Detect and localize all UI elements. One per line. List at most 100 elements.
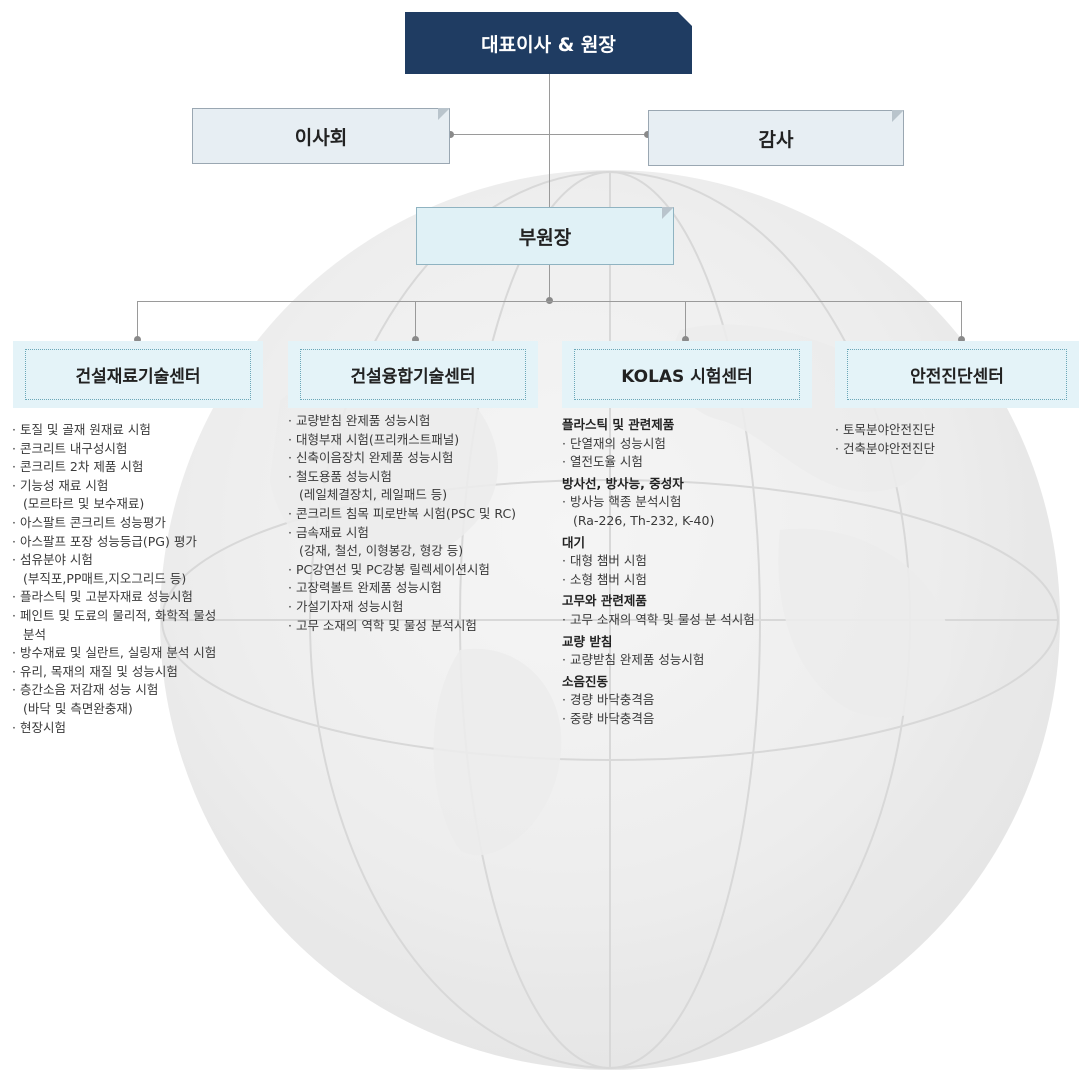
connector-dot bbox=[412, 336, 419, 343]
connector-line bbox=[961, 301, 962, 340]
list-item: · 대형 챔버 시험 bbox=[562, 552, 755, 571]
connector-line bbox=[137, 301, 962, 302]
list-item: · 플라스틱 및 고분자재료 성능시험 bbox=[12, 588, 216, 607]
list-item: · 기능성 재료 시험 (모르타르 및 보수재료) bbox=[12, 477, 216, 514]
list-item-text: · 페인트 및 도료의 물리적, 화학적 물성 bbox=[12, 607, 217, 623]
connector-dot bbox=[447, 131, 454, 138]
center-box-kolas: KOLAS 시험센터 bbox=[562, 341, 812, 408]
list-item: · 금속재료 시험(강재, 철선, 이형봉강, 형강 등) bbox=[288, 524, 516, 561]
fold-corner-icon bbox=[892, 110, 904, 122]
list-item-continuation: (레일체결장치, 레일패드 등) bbox=[299, 487, 448, 503]
connector-line bbox=[450, 134, 648, 135]
list-item-text: · 소형 챔버 시험 bbox=[562, 571, 647, 587]
list-item-text: · 열전도율 시험 bbox=[562, 454, 643, 470]
list-item-text: · 건축분야안전진단 bbox=[835, 440, 935, 456]
connector-line bbox=[137, 301, 138, 340]
list-item: · 소형 챔버 시험 bbox=[562, 571, 755, 590]
list-item: · 아스팔트 콘크리트 성능평가 bbox=[12, 514, 216, 533]
group-heading: 대기 bbox=[562, 534, 586, 550]
list-item: · 교량받침 완제품 성능시험 bbox=[562, 651, 755, 670]
group-heading: 소음진동 bbox=[562, 673, 609, 689]
center-title: 안전진단센터 bbox=[910, 367, 1004, 387]
list-item: · 콘크리트 침목 피로반복 시험(PSC 및 RC) bbox=[288, 505, 516, 524]
connector-dot bbox=[958, 336, 965, 343]
list-item: · 콘크리트 2차 제품 시험 bbox=[12, 458, 216, 477]
list-item: · 건축분야안전진단 bbox=[835, 440, 935, 459]
list-item-continuation: (강재, 철선, 이형봉강, 형강 등) bbox=[299, 543, 464, 559]
list-item-text: · 층간소음 저감재 성능 시험 bbox=[12, 682, 159, 698]
center-box-construction-convergence: 건설융합기술센터 bbox=[288, 341, 538, 408]
group-heading: 교량 받침 bbox=[562, 633, 613, 649]
group-heading: 고무와 관련제품 bbox=[562, 593, 647, 609]
list-item: · 중량 바닥충격음 bbox=[562, 710, 755, 729]
list-item-text: · 대형부재 시험(프리캐스트패널) bbox=[288, 431, 460, 447]
center-title: 건설융합기술센터 bbox=[350, 367, 476, 387]
list-item: · 대형부재 시험(프리캐스트패널) bbox=[288, 431, 516, 450]
list-item-text: · 토목분야안전진단 bbox=[835, 422, 935, 437]
connector-line bbox=[549, 74, 550, 207]
center-box-safety-diagnosis: 안전진단센터 bbox=[835, 341, 1079, 408]
connector-line bbox=[415, 301, 416, 340]
list-item-text: · 기능성 재료 시험 bbox=[12, 477, 109, 493]
list-item-text: · 철도용품 성능시험 bbox=[288, 468, 392, 484]
center-item-list: · 교량받침 완제품 성능시험 · 대형부재 시험(프리캐스트패널) · 신축이음장… bbox=[288, 412, 516, 635]
list-item: · 고무 소재의 역학 및 물성 분 석시험 bbox=[562, 611, 755, 630]
connector-dot bbox=[644, 131, 651, 138]
list-item: · 경량 바닥충격음 bbox=[562, 691, 755, 710]
list-item-text: · 현장시험 bbox=[12, 719, 66, 735]
list-item-continuation: 분석 bbox=[23, 626, 47, 642]
list-item-text: · 유리, 목재의 재질 및 성능시험 bbox=[12, 663, 178, 679]
list-item-continuation: (부직포,PP매트,지오그리드 등) bbox=[23, 570, 187, 586]
audit-box: 감사 bbox=[648, 110, 904, 166]
list-item-text: · 교량받침 완제품 성능시험 bbox=[562, 652, 705, 668]
list-item-text: · 중량 바닥충격음 bbox=[562, 710, 655, 726]
list-item-text: · 콘크리트 2차 제품 시험 bbox=[12, 459, 144, 475]
list-item: · 가설기자재 성능시험 bbox=[288, 598, 516, 617]
group-heading: 방사선, 방사능, 중성자 bbox=[562, 475, 684, 491]
list-item: · 신축이음장치 완제품 성능시험 bbox=[288, 449, 516, 468]
board-box: 이사회 bbox=[192, 108, 450, 164]
list-item-text: · 고장력볼트 완제품 성능시험 bbox=[288, 580, 442, 596]
list-item-text: · 방수재료 및 실란트, 실링재 분석 시험 bbox=[12, 645, 217, 661]
list-item-continuation: (모르타르 및 보수재료) bbox=[23, 496, 145, 512]
center-item-list: · 토질 및 골재 원재료 시험· 콘크리트 내구성시험· 콘크리트 2차 제품… bbox=[12, 421, 216, 737]
list-item: · 아스팔프 포장 성능등급(PG) 평가 bbox=[12, 533, 216, 552]
list-item-text: · 아스팔프 포장 성능등급(PG) 평가 bbox=[12, 533, 197, 549]
list-item: · 교량받침 완제품 성능시험 bbox=[288, 412, 516, 431]
group-heading: 플라스틱 및 관련제품 bbox=[562, 417, 675, 432]
connector-dot bbox=[546, 297, 553, 304]
list-item-text: · 대형 챔버 시험 bbox=[562, 553, 647, 569]
list-item: · 고장력볼트 완제품 성능시험 bbox=[288, 579, 516, 598]
list-item-text: · 고무 소재의 역학 및 물성 분석시험 bbox=[288, 617, 477, 633]
list-item: · 단열재의 성능시험 bbox=[562, 435, 755, 454]
list-item-text: · 교량받침 완제품 성능시험 bbox=[288, 413, 431, 428]
connector-dot bbox=[134, 336, 141, 343]
ceo-box: 대표이사 & 원장 bbox=[405, 12, 692, 74]
list-item-text: · 플라스틱 및 고분자재료 성능시험 bbox=[12, 589, 193, 605]
list-item: · 층간소음 저감재 성능 시험(바닥 및 측면완충재) bbox=[12, 681, 216, 718]
list-item: · 섬유분야 시험 (부직포,PP매트,지오그리드 등) bbox=[12, 551, 216, 588]
list-item-text: · 섬유분야 시험 bbox=[12, 552, 93, 568]
connector-dot bbox=[682, 336, 689, 343]
center-title: KOLAS 시험센터 bbox=[621, 367, 753, 387]
list-item-text: · 신축이음장치 완제품 성능시험 bbox=[288, 450, 454, 466]
vice-director-label: 부원장 bbox=[518, 226, 572, 249]
list-item: · 철도용품 성능시험 (레일체결장치, 레일패드 등) bbox=[288, 468, 516, 505]
list-item-text: · 아스팔트 콘크리트 성능평가 bbox=[12, 514, 166, 530]
board-label: 이사회 bbox=[294, 126, 348, 149]
list-item-text: · 경량 바닥충격음 bbox=[562, 692, 655, 708]
fold-corner-icon bbox=[662, 207, 674, 219]
list-item: · 토목분야안전진단 bbox=[835, 421, 935, 440]
list-item-text: · 방사능 핵종 분석시험 bbox=[562, 494, 682, 510]
list-item-text: · PC강연선 및 PC강봉 릴렉세이션시험 bbox=[288, 561, 490, 577]
list-item: · 열전도율 시험 bbox=[562, 453, 755, 472]
connector-line bbox=[685, 301, 686, 340]
list-item-text: · 단열재의 성능시험 bbox=[562, 435, 666, 451]
list-item: · PC강연선 및 PC강봉 릴렉세이션시험 bbox=[288, 561, 516, 580]
list-item-text: · 콘크리트 내구성시험 bbox=[12, 440, 128, 456]
list-item: · 유리, 목재의 재질 및 성능시험 bbox=[12, 663, 216, 682]
list-item: · 고무 소재의 역학 및 물성 분석시험 bbox=[288, 617, 516, 636]
list-item: · 방사능 핵종 분석시험(Ra-226, Th-232, K-40) bbox=[562, 493, 755, 530]
